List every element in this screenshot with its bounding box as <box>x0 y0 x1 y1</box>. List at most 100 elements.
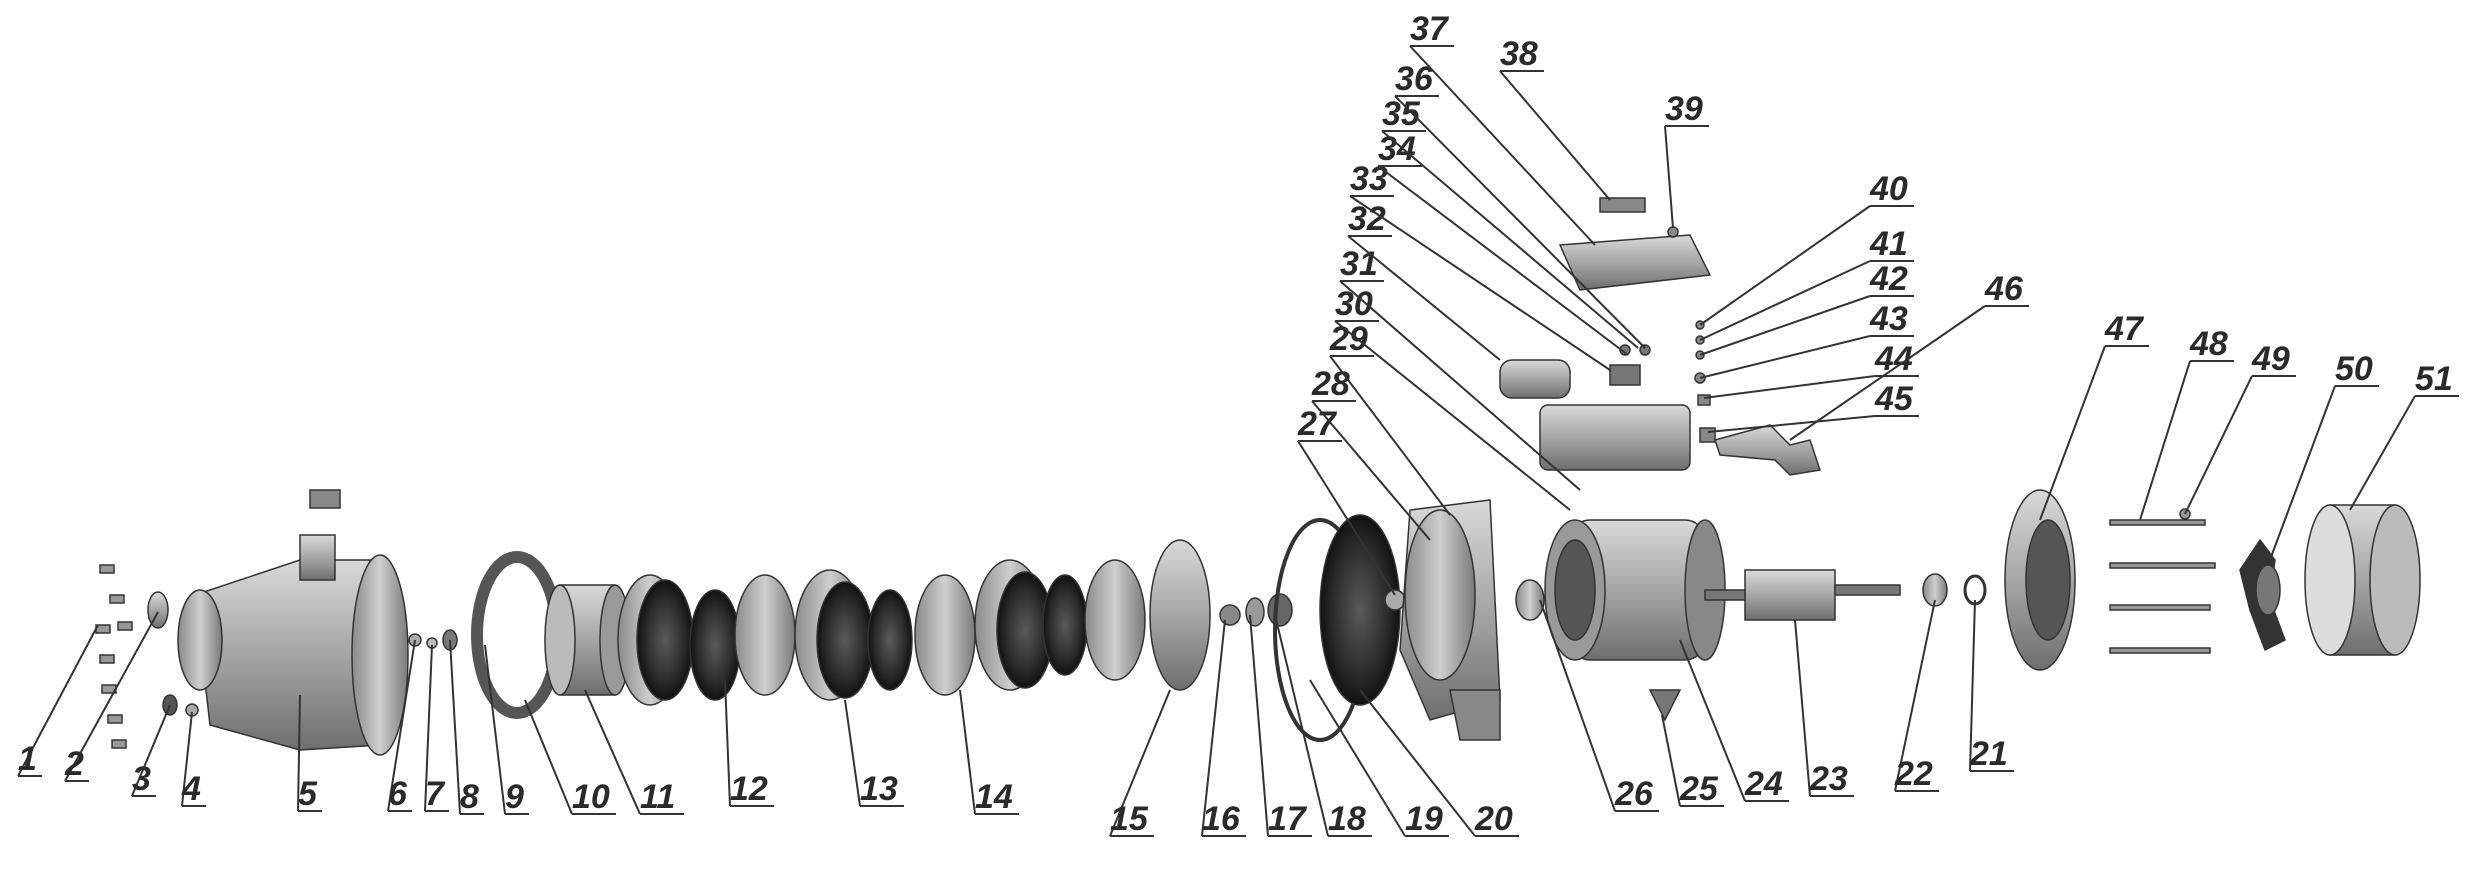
part-number-label-25: 25 <box>1679 770 1719 808</box>
callout-28: 28 <box>1311 365 1431 541</box>
part-number-label-45: 45 <box>1874 380 1914 418</box>
part-number-label-22: 22 <box>1894 755 1933 793</box>
part-number-label-23: 23 <box>1809 760 1848 798</box>
leader-line-24 <box>1679 639 1746 802</box>
part-number-label-10: 10 <box>572 778 610 816</box>
part-46-cable-gland <box>1714 424 1821 476</box>
part-number-label-14: 14 <box>975 778 1013 816</box>
leader-line-9 <box>484 644 506 815</box>
part-number-label-16: 16 <box>1202 800 1241 838</box>
parts <box>95 197 2421 756</box>
leader-line-29 <box>1329 355 1451 516</box>
part-number-label-38: 38 <box>1500 35 1538 73</box>
part-number-label-3: 3 <box>132 760 151 798</box>
callout-34: 34 <box>1377 130 1629 356</box>
part-25 <box>1648 689 1682 722</box>
callout-2: 2 <box>64 611 159 783</box>
leader-line-20 <box>1359 689 1476 837</box>
leader-line-1 <box>17 624 99 777</box>
part-number-label-43: 43 <box>1869 300 1908 338</box>
leader-line-44 <box>1703 375 1876 399</box>
leader-line-6 <box>387 639 416 812</box>
part-18 <box>1267 593 1293 627</box>
leader-line-17 <box>1249 614 1269 837</box>
part-number-label-4: 4 <box>181 770 201 808</box>
leader-line-11 <box>584 689 641 815</box>
leader-line-32 <box>1347 235 1501 361</box>
callout-42: 42 <box>1699 260 1914 356</box>
part-number-label-21: 21 <box>1969 735 2008 773</box>
part-number-label-18: 18 <box>1328 800 1366 838</box>
part-33-35-terminals <box>1609 344 1651 386</box>
part-number-label-50: 50 <box>2335 350 2373 388</box>
callout-37: 37 <box>1409 10 1596 246</box>
part-10 <box>544 584 631 696</box>
leader-line-49 <box>2184 375 2253 515</box>
part-48-49-tie-rods <box>2109 508 2216 654</box>
leader-line-28 <box>1311 400 1431 541</box>
callout-14: 14 <box>959 689 1019 816</box>
leader-line-3 <box>131 704 171 797</box>
callout-38: 38 <box>1499 35 1611 201</box>
leader-line-14 <box>959 689 976 815</box>
callout-8: 8 <box>449 639 484 816</box>
leader-line-36 <box>1394 95 1646 349</box>
leader-line-2 <box>64 611 159 782</box>
part-number-label-40: 40 <box>1869 170 1908 208</box>
callout-21: 21 <box>1969 599 2014 773</box>
part-number-label-7: 7 <box>425 775 446 813</box>
callout-22: 22 <box>1894 599 1939 793</box>
callout-4: 4 <box>181 711 206 808</box>
part-number-label-28: 28 <box>1311 365 1350 403</box>
part-number-label-17: 17 <box>1268 800 1308 838</box>
callout-9: 9 <box>484 644 529 816</box>
callout-5: 5 <box>297 694 322 813</box>
part-number-label-12: 12 <box>730 770 768 808</box>
callout-24: 24 <box>1679 639 1789 803</box>
callout-20: 20 <box>1359 689 1519 838</box>
part-23-rotor <box>1704 569 1901 621</box>
leader-line-21 <box>1969 599 1976 772</box>
part-number-label-15: 15 <box>1110 800 1149 838</box>
callout-31: 31 <box>1339 245 1581 491</box>
part-32-capacitor <box>1499 359 1571 399</box>
part-26 <box>1515 579 1545 621</box>
part-36-38-terminal-cover <box>1558 197 1712 291</box>
part-number-label-8: 8 <box>460 778 479 816</box>
part-number-label-42: 42 <box>1869 260 1908 298</box>
part-number-label-13: 13 <box>860 770 898 808</box>
part-number-label-6: 6 <box>388 775 408 813</box>
callout-50: 50 <box>2267 350 2379 566</box>
leader-line-48 <box>2139 360 2191 521</box>
leader-line-27 <box>1297 440 1396 596</box>
part-number-label-29: 29 <box>1329 320 1368 358</box>
callout-3: 3 <box>131 704 171 798</box>
leader-line-43 <box>1699 335 1871 379</box>
callout-6: 6 <box>387 639 416 813</box>
callout-36: 36 <box>1394 60 1646 349</box>
leader-line-51 <box>2349 395 2416 511</box>
callout-41: 41 <box>1699 225 1914 341</box>
stage-discs <box>617 559 1146 706</box>
callout-47: 47 <box>2039 310 2149 521</box>
part-number-label-37: 37 <box>1410 10 1450 48</box>
callout-18: 18 <box>1274 614 1372 838</box>
leader-line-47 <box>2039 345 2106 521</box>
part-5-casing <box>177 489 409 756</box>
callout-23: 23 <box>1794 619 1854 798</box>
callout-1: 1 <box>17 624 99 778</box>
callout-19: 19 <box>1309 679 1449 838</box>
part-number-label-26: 26 <box>1614 775 1654 813</box>
part-number-label-1: 1 <box>18 740 37 778</box>
part-number-label-34: 34 <box>1378 130 1416 168</box>
callout-7: 7 <box>424 644 449 813</box>
callout-29: 29 <box>1329 320 1451 516</box>
leader-line-39 <box>1664 125 1674 229</box>
callout-11: 11 <box>584 689 684 816</box>
part-17 <box>1245 597 1265 627</box>
leader-line-46 <box>1789 305 1986 441</box>
part-number-label-20: 20 <box>1474 800 1513 838</box>
part-number-label-35: 35 <box>1382 95 1421 133</box>
leader-line-35 <box>1381 130 1639 349</box>
